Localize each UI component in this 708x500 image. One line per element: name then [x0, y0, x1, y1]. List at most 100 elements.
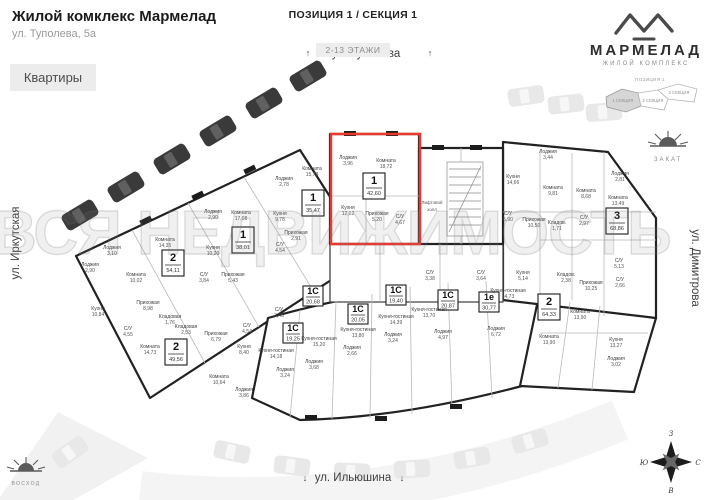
room-name: С/У [124, 326, 133, 332]
apartment-unit[interactable]: 142,60 [362, 172, 386, 200]
room-name: Прихожая [365, 211, 388, 217]
room-name: Кухня [237, 344, 251, 350]
minimap-section-label: 3 СЕКЦИЯ [669, 90, 690, 95]
room-area: 2,97 [579, 221, 589, 227]
room-name: С/У [426, 270, 435, 276]
room-name: Прихожая [522, 217, 545, 223]
room-area: 4,54 [242, 329, 252, 335]
apartment-unit[interactable]: 249,56 [164, 338, 188, 366]
room-area: 3,38 [425, 276, 435, 282]
room-name: Лоджия [235, 387, 253, 393]
unit-number: 1С [390, 285, 402, 295]
room-area: 2,81 [615, 177, 625, 183]
apartments-button[interactable]: Квартиры [10, 64, 96, 91]
unit-area: 64,33 [542, 312, 556, 318]
room-area: 9,81 [548, 191, 558, 197]
room-name: Кладов. [548, 220, 566, 226]
street-labels: ул. Туполева ↑ ↑ ул. Ильюшина ↓ ↓ ул. Ир… [10, 48, 701, 484]
minimap-section-3[interactable] [657, 83, 698, 103]
brand-logo: МАРМЕЛАД ЖИЛОЙ КОМПЛЕКС [590, 13, 702, 67]
room-name: Кухня [341, 205, 355, 211]
room-name: С/У [504, 211, 513, 217]
unit-box[interactable] [164, 338, 188, 366]
selected-apartment-highlight[interactable] [329, 132, 422, 246]
minimap-section-2[interactable] [637, 89, 669, 111]
unit-box[interactable] [347, 303, 369, 325]
unit-number: 1С [307, 286, 319, 296]
unit-box[interactable] [302, 285, 324, 307]
room-name: Комната [126, 272, 146, 278]
room-name: Лоджия [384, 332, 402, 338]
room-area: 5,20 [372, 217, 382, 223]
apartment-unit[interactable]: 368,86 [605, 207, 629, 235]
unit-box[interactable] [161, 249, 185, 277]
unit-box[interactable] [437, 289, 459, 311]
room-name: Кухня-гостиная [340, 327, 376, 333]
apartment-unit[interactable]: 264,33 [537, 293, 561, 321]
minimap-section-label: 1 СЕКЦИЯ [613, 98, 634, 103]
elevator-hall-label: холл [427, 207, 437, 212]
apartment-unit[interactable]: 254,11 [161, 249, 185, 277]
room-name: С/У [243, 323, 252, 329]
car-silhouette [393, 459, 431, 479]
compass-west: З [669, 430, 674, 438]
unit-box[interactable] [282, 322, 304, 344]
unit-box[interactable] [362, 172, 386, 200]
room-name: Комната [155, 237, 175, 243]
room-area: 4,55 [123, 332, 133, 338]
room-area: 13,49 [612, 201, 625, 207]
room-name: С/У [616, 277, 625, 283]
position-header: ПОЗИЦИЯ 1 / СЕКЦИЯ 1 2-13 ЭТАЖИ [253, 9, 453, 58]
room-area: 2,91 [291, 236, 301, 242]
room-name: Кладовая [175, 324, 198, 330]
unit-box[interactable] [385, 284, 407, 306]
unit-box[interactable] [537, 293, 561, 321]
room-name: Прихожая [284, 230, 307, 236]
room-area: 4,97 [438, 335, 448, 341]
room-area: 3,45 [274, 313, 284, 319]
room-name: Комната [209, 374, 229, 380]
unit-box[interactable] [301, 189, 325, 217]
room-name: С/У [615, 258, 624, 264]
unit-number: 1 [371, 175, 377, 187]
unit-box[interactable] [478, 291, 500, 313]
room-name: Кухня [516, 270, 530, 276]
room-area: 2,78 [279, 182, 289, 188]
room-name: Кухня [206, 245, 220, 251]
room-area: 2,90 [208, 215, 218, 221]
compass-rose: З С В Ю [639, 430, 702, 495]
room-name: Комната [570, 309, 590, 315]
apartment-unit[interactable]: 135,47 [301, 189, 325, 217]
street-bottom: ул. Ильюшина [315, 472, 392, 484]
apartment-labels: 254,11Комната14,35Лоджия3,10Комната10,02… [81, 149, 629, 399]
car-silhouette [333, 462, 371, 482]
room-area: 4,67 [395, 220, 405, 226]
room-area: 9,78 [275, 217, 285, 223]
room-name: Кухня [273, 211, 287, 217]
street-right: ул. Димитрова [689, 229, 701, 307]
room-area: 5,13 [614, 264, 624, 270]
brand-name: МАРМЕЛАД [590, 42, 702, 59]
room-area: 4,54 [275, 248, 285, 254]
unit-box[interactable] [605, 207, 629, 235]
apartment-unit[interactable]: 138,01 [231, 226, 255, 254]
room-area: 2,66 [347, 351, 357, 357]
compass-north: С [695, 459, 701, 467]
street-left: ул. Иркутская [10, 207, 22, 280]
room-name: Прихожая [204, 331, 227, 337]
room-name: Прихожая [136, 300, 159, 306]
room-name: Кухня [91, 306, 105, 312]
room-area: 14,66 [507, 180, 520, 186]
background-roads [0, 400, 629, 500]
room-name: Лоджия [434, 329, 452, 335]
unit-box[interactable] [231, 226, 255, 254]
room-area: 2,90 [85, 268, 95, 274]
arrow-down-icon: ↓ [303, 473, 308, 483]
